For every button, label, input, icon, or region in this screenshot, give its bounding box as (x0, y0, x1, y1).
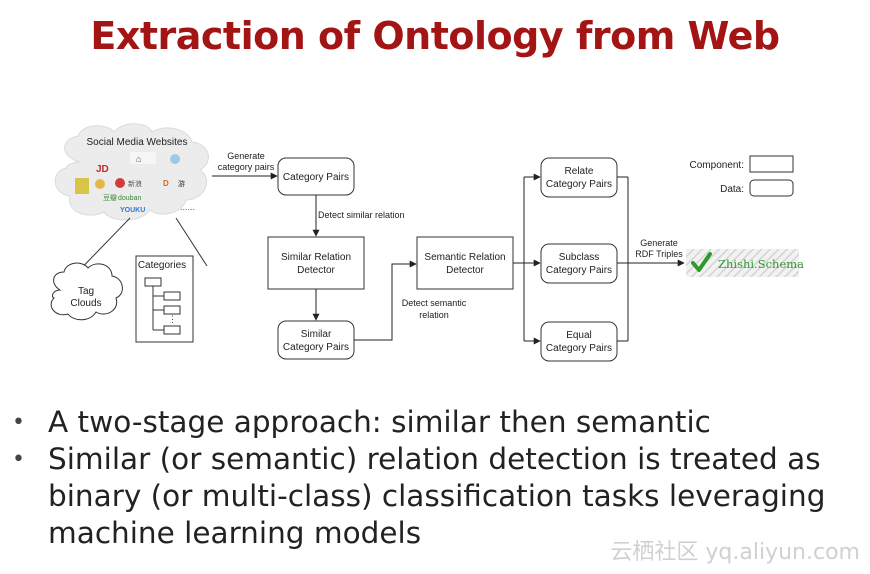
similar-category-pairs-line1: Similar (301, 329, 332, 340)
legend-data-swatch (749, 179, 794, 197)
social-media-cloud (54, 123, 209, 221)
bullet-list: • A two-stage approach: similar then sema… (0, 404, 870, 552)
weibo-logo-icon (115, 178, 125, 188)
logo-douban-cn: 豆瓣 (103, 193, 117, 202)
generate-category-pairs-line1: Generate (227, 151, 265, 161)
bullet-text: A two-stage approach: similar then seman… (48, 405, 711, 439)
semantic-relation-detector-node (416, 236, 514, 290)
detect-semantic-relation-line1: Detect semantic (402, 298, 467, 308)
logo-icon (75, 178, 89, 194)
category-tree-icon (144, 277, 181, 335)
similar-category-pairs-node (277, 320, 355, 360)
subclass-line2: Category Pairs (546, 265, 612, 276)
slide-title: Extraction of Ontology from Web (90, 14, 780, 58)
zhishi-schema-label: Zhishi.Schema (718, 257, 804, 271)
equal-line1: Equal (566, 330, 592, 341)
semantic-relation-detector-line2: Detector (446, 265, 484, 276)
logo-sina: 新浪 (128, 179, 142, 188)
semantic-relation-detector-line1: Semantic Relation (424, 252, 505, 263)
similar-relation-detector-line1: Similar Relation (281, 252, 351, 263)
equal-line2: Category Pairs (546, 343, 612, 354)
subclass-category-pairs-node (540, 243, 618, 284)
logo-icon: ⌂ (136, 154, 141, 164)
checkmark-icon (691, 252, 712, 272)
tag-clouds-line1: Tag (78, 286, 94, 297)
legend-component-label: Component: (690, 160, 744, 171)
connector-line (175, 217, 208, 267)
ontology-extraction-diagram: Social Media Websites ⌂ JD 新浪 D 游 豆瓣 dou… (50, 123, 804, 362)
subclass-line1: Subclass (559, 252, 600, 263)
bullet-item: • Similar (or semantic) relation detectio… (0, 441, 870, 552)
relate-category-pairs-node (540, 157, 618, 198)
logo-douban: douban (118, 195, 141, 202)
category-pairs-label: Category Pairs (283, 172, 349, 183)
legend-data-label: Data: (720, 184, 744, 195)
detect-semantic-relation-line2: relation (419, 310, 449, 320)
site-logos: ⌂ JD 新浪 D 游 豆瓣 douban YOUKU ...... (75, 152, 195, 214)
bullet-item: • A two-stage approach: similar then sema… (0, 404, 870, 441)
generate-category-pairs-line2: category pairs (218, 162, 275, 172)
bullet-text: Similar (or semantic) relation detection… (48, 442, 826, 550)
detect-similar-relation-label: Detect similar relation (318, 210, 405, 220)
generate-rdf-line2: RDF Triples (635, 249, 683, 259)
social-media-label: Social Media Websites (87, 137, 188, 148)
categories-label: Categories (138, 260, 186, 271)
tag-clouds-shape (50, 262, 123, 321)
logo-icon (95, 179, 105, 189)
similar-category-pairs-line2: Category Pairs (283, 342, 349, 353)
logo-jd: JD (96, 164, 109, 175)
relate-line2: Category Pairs (546, 179, 612, 190)
similar-relation-detector-line2: Detector (297, 265, 335, 276)
generate-rdf-line1: Generate (640, 238, 678, 248)
relate-line1: Relate (565, 166, 594, 177)
equal-category-pairs-node (540, 321, 618, 362)
watermark: 云栖社区 yq.aliyun.com (610, 540, 860, 565)
vertical-ellipsis-icon: ⋮ (168, 314, 177, 324)
logo-icon: D (163, 179, 169, 188)
arrow-detect-semantic (354, 260, 417, 341)
bullet-icon: • (12, 410, 25, 435)
ellipsis-icon: ...... (180, 202, 195, 212)
bullet-icon: • (12, 447, 25, 472)
logo-icon (170, 154, 180, 164)
legend-component-swatch (749, 155, 794, 173)
logo-icon: 游 (178, 179, 185, 188)
tag-clouds-line2: Clouds (70, 298, 101, 309)
similar-relation-detector-node (267, 236, 365, 290)
logo-youku: YOUKU (120, 207, 145, 214)
